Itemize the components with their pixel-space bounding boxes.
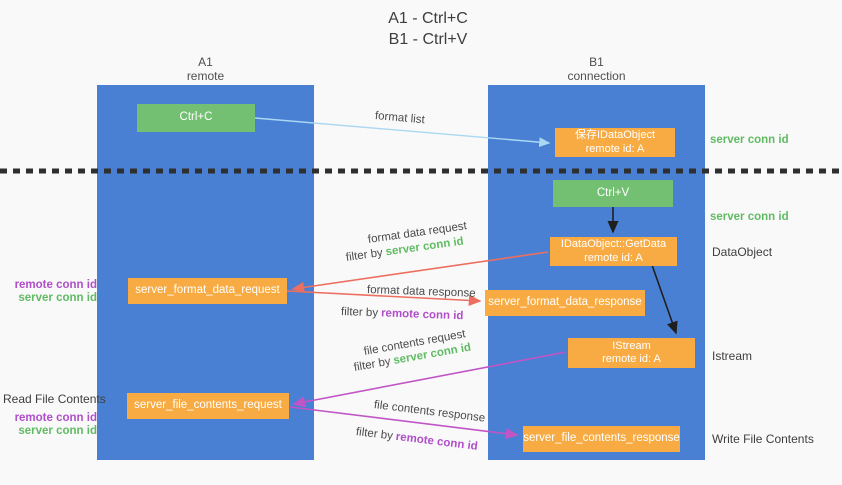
remote-conn-id-annotation: remote conn id	[14, 412, 97, 424]
node-server-format-data-request: server_format_data_request	[128, 278, 287, 304]
server-file-contents-request-label: server_file_contents_request	[134, 399, 282, 412]
server-file-contents-response-label: server_file_contents_response	[523, 432, 680, 445]
diagram-title: A1 - Ctrl+C B1 - Ctrl+V	[328, 8, 528, 50]
node-save-idataobject: 保存IDataObject remote id: A	[555, 128, 675, 157]
server-conn-id-annotation-top: server conn id	[710, 134, 789, 146]
node-ctrl-v: Ctrl+V	[553, 180, 673, 207]
server-conn-id-annotation: server conn id	[18, 292, 97, 304]
node-ctrl-c: Ctrl+C	[137, 104, 255, 132]
getdata-line1: IDataObject::GetData	[560, 238, 667, 250]
server-conn-id-annotation-mid: server conn id	[710, 211, 789, 223]
conn-id-annotation-left-2: remote conn id server conn id	[8, 412, 97, 438]
remote-conn-id-annotation: remote conn id	[14, 279, 97, 291]
file-contents-response-label: file contents response	[373, 399, 486, 425]
conn-id-annotation-left-1: remote conn id server conn id	[8, 279, 97, 305]
remote-conn-id-text: remote conn id	[395, 430, 479, 453]
getdata-line2: remote id: A	[584, 251, 643, 264]
lane-b1-subtitle: connection	[567, 69, 626, 83]
lane-b1-name: B1	[589, 55, 604, 69]
ctrl-c-label: Ctrl+C	[179, 111, 213, 124]
lane-a1-name: A1	[198, 55, 213, 69]
lane-header-b1: B1 connection	[488, 55, 705, 83]
filter-by-text: filter by	[355, 426, 394, 443]
filter-by-text: filter by	[340, 306, 379, 320]
save-idataobject-line2: remote id: A	[585, 142, 645, 155]
server-format-data-request-label: server_format_data_request	[135, 284, 280, 297]
lane-header-a1: A1 remote	[97, 55, 314, 83]
write-file-contents-annotation: Write File Contents	[712, 432, 814, 446]
lane-a1-subtitle: remote	[186, 69, 225, 83]
node-server-format-data-response: server_format_data_response	[485, 290, 645, 316]
istream-line1: IStream	[612, 339, 651, 352]
dataobject-annotation: DataObject	[712, 245, 773, 259]
server-conn-id-annotation: server conn id	[18, 425, 97, 437]
remote-conn-id-text: remote conn id	[380, 307, 464, 323]
read-file-contents-annotation: Read File Contents	[3, 392, 106, 406]
node-istream: IStream remote id: A	[568, 338, 695, 368]
node-idataobject-getdata: IDataObject::GetData remote id: A	[550, 237, 677, 266]
title-line-1: A1 - Ctrl+C	[388, 10, 468, 27]
node-server-file-contents-response: server_file_contents_response	[523, 426, 680, 452]
istream-annotation: Istream	[712, 349, 753, 363]
node-server-file-contents-request: server_file_contents_request	[127, 393, 289, 419]
istream-line2: remote id: A	[602, 353, 661, 365]
format-data-response-label: format data response	[366, 284, 476, 300]
filter-by-text: filter by	[352, 355, 392, 374]
filter-by-text: filter by	[345, 246, 384, 264]
title-line-2: B1 - Ctrl+V	[388, 31, 468, 48]
save-idataobject-line1: 保存IDataObject	[574, 129, 656, 141]
format-list-label: format list	[374, 110, 426, 127]
ctrl-v-label: Ctrl+V	[596, 186, 630, 199]
server-format-data-response-label: server_format_data_response	[488, 296, 642, 309]
